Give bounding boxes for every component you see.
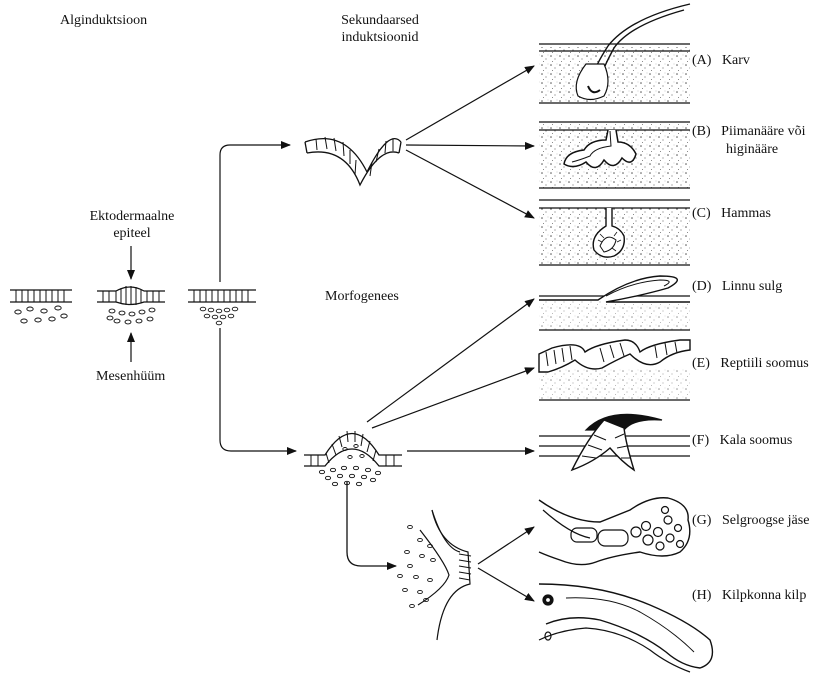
- panel-fish-scale: [539, 414, 690, 470]
- outcome-marker-d: (D): [692, 279, 711, 294]
- outcome-label-a: (A) Karv: [692, 52, 750, 69]
- panel-reptile-scale: [539, 340, 690, 400]
- outcome-name-h: Kilpkonna kilp: [722, 588, 806, 603]
- panel-hair: [539, 4, 690, 103]
- outcome-arrows: [367, 66, 534, 601]
- stage-condensation: [188, 145, 296, 451]
- morphogenesis-heading: Morfogenees: [325, 288, 399, 305]
- panel-limb: [539, 498, 690, 565]
- outcome-marker-a: (A): [692, 53, 711, 68]
- outcome-name-b-line1: Piimanääre või: [721, 124, 805, 139]
- outcome-marker-c: (C): [692, 206, 711, 221]
- evagination-bud: [304, 431, 402, 566]
- outcome-label-d: (D) Linnu sulg: [692, 278, 782, 295]
- outcome-marker-f: (F): [692, 433, 709, 448]
- secondary-induction-line2: induktsioonid: [330, 29, 430, 46]
- outcome-marker-e: (E): [692, 356, 710, 371]
- outcome-name-c: Hammas: [721, 206, 771, 221]
- ectoderm-label: Ektodermaalne epiteel: [86, 208, 178, 242]
- panel-gland: [539, 122, 690, 188]
- panel-carapace: [539, 584, 712, 672]
- panel-feather: [539, 276, 690, 330]
- stage-placode: [97, 246, 165, 362]
- primary-induction-heading: Alginduktsioon: [60, 12, 147, 29]
- outcome-label-e: (E) Reptiili soomus: [692, 355, 809, 372]
- outcome-name-d: Linnu sulg: [722, 279, 782, 294]
- outcome-label-h: (H) Kilpkonna kilp: [692, 587, 806, 604]
- outcome-label-b: (B) Piimanääre või: [692, 123, 806, 140]
- outcome-marker-h: (H): [692, 588, 711, 603]
- stage-flat-epithelium: [10, 290, 72, 323]
- outcome-name-b-line2: higinääre: [726, 141, 778, 158]
- limb-bud-stage: [398, 510, 471, 640]
- mesenchyme-label: Mesenhüüm: [96, 368, 165, 385]
- outcome-name-g: Selgroogse jäse: [722, 513, 809, 528]
- invagination-cup: [305, 137, 401, 185]
- secondary-induction-heading: Sekundaarsed induktsioonid: [330, 12, 430, 46]
- outcome-marker-g: (G): [692, 513, 711, 528]
- outcome-name-e: Reptiili soomus: [720, 356, 808, 371]
- outcome-label-c: (C) Hammas: [692, 205, 771, 222]
- outcome-name-a: Karv: [722, 53, 750, 68]
- panel-tooth: [539, 200, 690, 265]
- outcome-label-f: (F) Kala soomus: [692, 432, 792, 449]
- secondary-induction-line1: Sekundaarsed: [330, 12, 430, 29]
- outcome-name-f: Kala soomus: [720, 433, 793, 448]
- ectoderm-label-line2: epiteel: [86, 225, 178, 242]
- outcome-marker-b: (B): [692, 124, 711, 139]
- outcome-label-g: (G) Selgroogse jäse: [692, 512, 809, 529]
- ectoderm-label-line1: Ektodermaalne: [86, 208, 178, 225]
